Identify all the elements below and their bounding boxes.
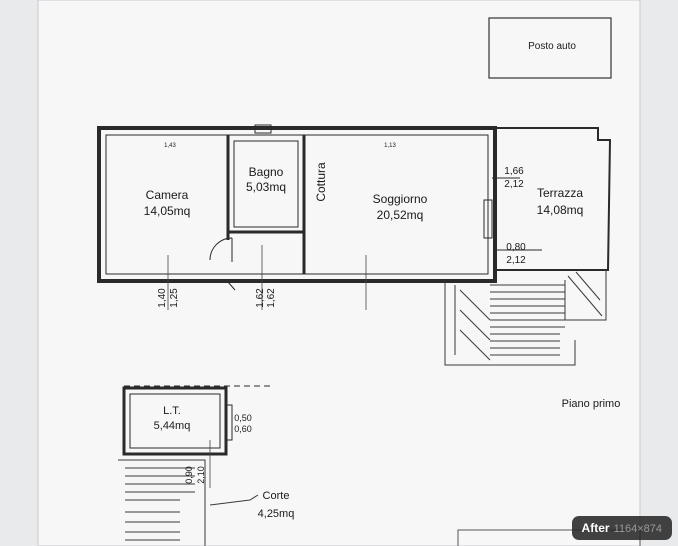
room-camera-area: 14,05mq (144, 204, 191, 218)
room-corte-name: Corte (263, 490, 290, 502)
room-lt-name: L.T. (163, 405, 181, 417)
parking-label: Posto auto (528, 41, 576, 52)
dim-mark-soggiorno-top: 1,13 (384, 143, 396, 149)
room-camera-name: Camera (146, 188, 189, 202)
room-terrazza-area: 14,08mq (537, 203, 584, 217)
lt-walls (122, 385, 270, 456)
badge-label: After (581, 521, 610, 535)
dim-camera-window-1: 1,40 (157, 288, 168, 308)
corte-stairs (118, 459, 259, 546)
door-swing (209, 237, 236, 291)
dim-camera-window-2: 1,25 (169, 288, 180, 308)
dim-terrazza-lower-1: 0,80 (506, 242, 526, 253)
dim-mark-door-2: 1,62 (266, 288, 277, 308)
parking-box (488, 17, 612, 79)
dim-lt-door-1: 0,90 (184, 466, 194, 484)
dim-terrazza-upper-1: 1,66 (504, 166, 524, 177)
floor-label: Piano primo (562, 398, 621, 410)
dimension-lines (167, 245, 367, 488)
dim-lt-window-1: 0,50 (234, 413, 252, 423)
paper-sheet (37, 0, 641, 546)
room-lt-area: 5,44mq (154, 420, 191, 432)
staircase (444, 270, 607, 366)
terrace-walls (483, 127, 612, 271)
table-stub (457, 529, 641, 546)
room-terrazza-name: Terrazza (537, 186, 583, 200)
room-bagno-name: Bagno (249, 165, 284, 179)
dim-terrazza-upper-2: 2,12 (504, 179, 524, 190)
cottura-label: Cottura (314, 162, 328, 202)
badge-size: 1164×874 (613, 523, 662, 535)
room-soggiorno-area: 20,52mq (377, 208, 424, 222)
dim-terrazza-lower-2: 2,12 (506, 255, 526, 266)
room-corte-area: 4,25mq (258, 508, 295, 520)
dim-lt-door-2: 2,10 (196, 466, 206, 484)
room-soggiorno-name: Soggiorno (373, 192, 428, 206)
dim-mark-door-1: 1,62 (255, 288, 266, 308)
dim-lt-window-2: 0,60 (234, 424, 252, 434)
dim-mark-camera-top: 1,43 (164, 143, 176, 149)
room-bagno-area: 5,03mq (246, 180, 286, 194)
